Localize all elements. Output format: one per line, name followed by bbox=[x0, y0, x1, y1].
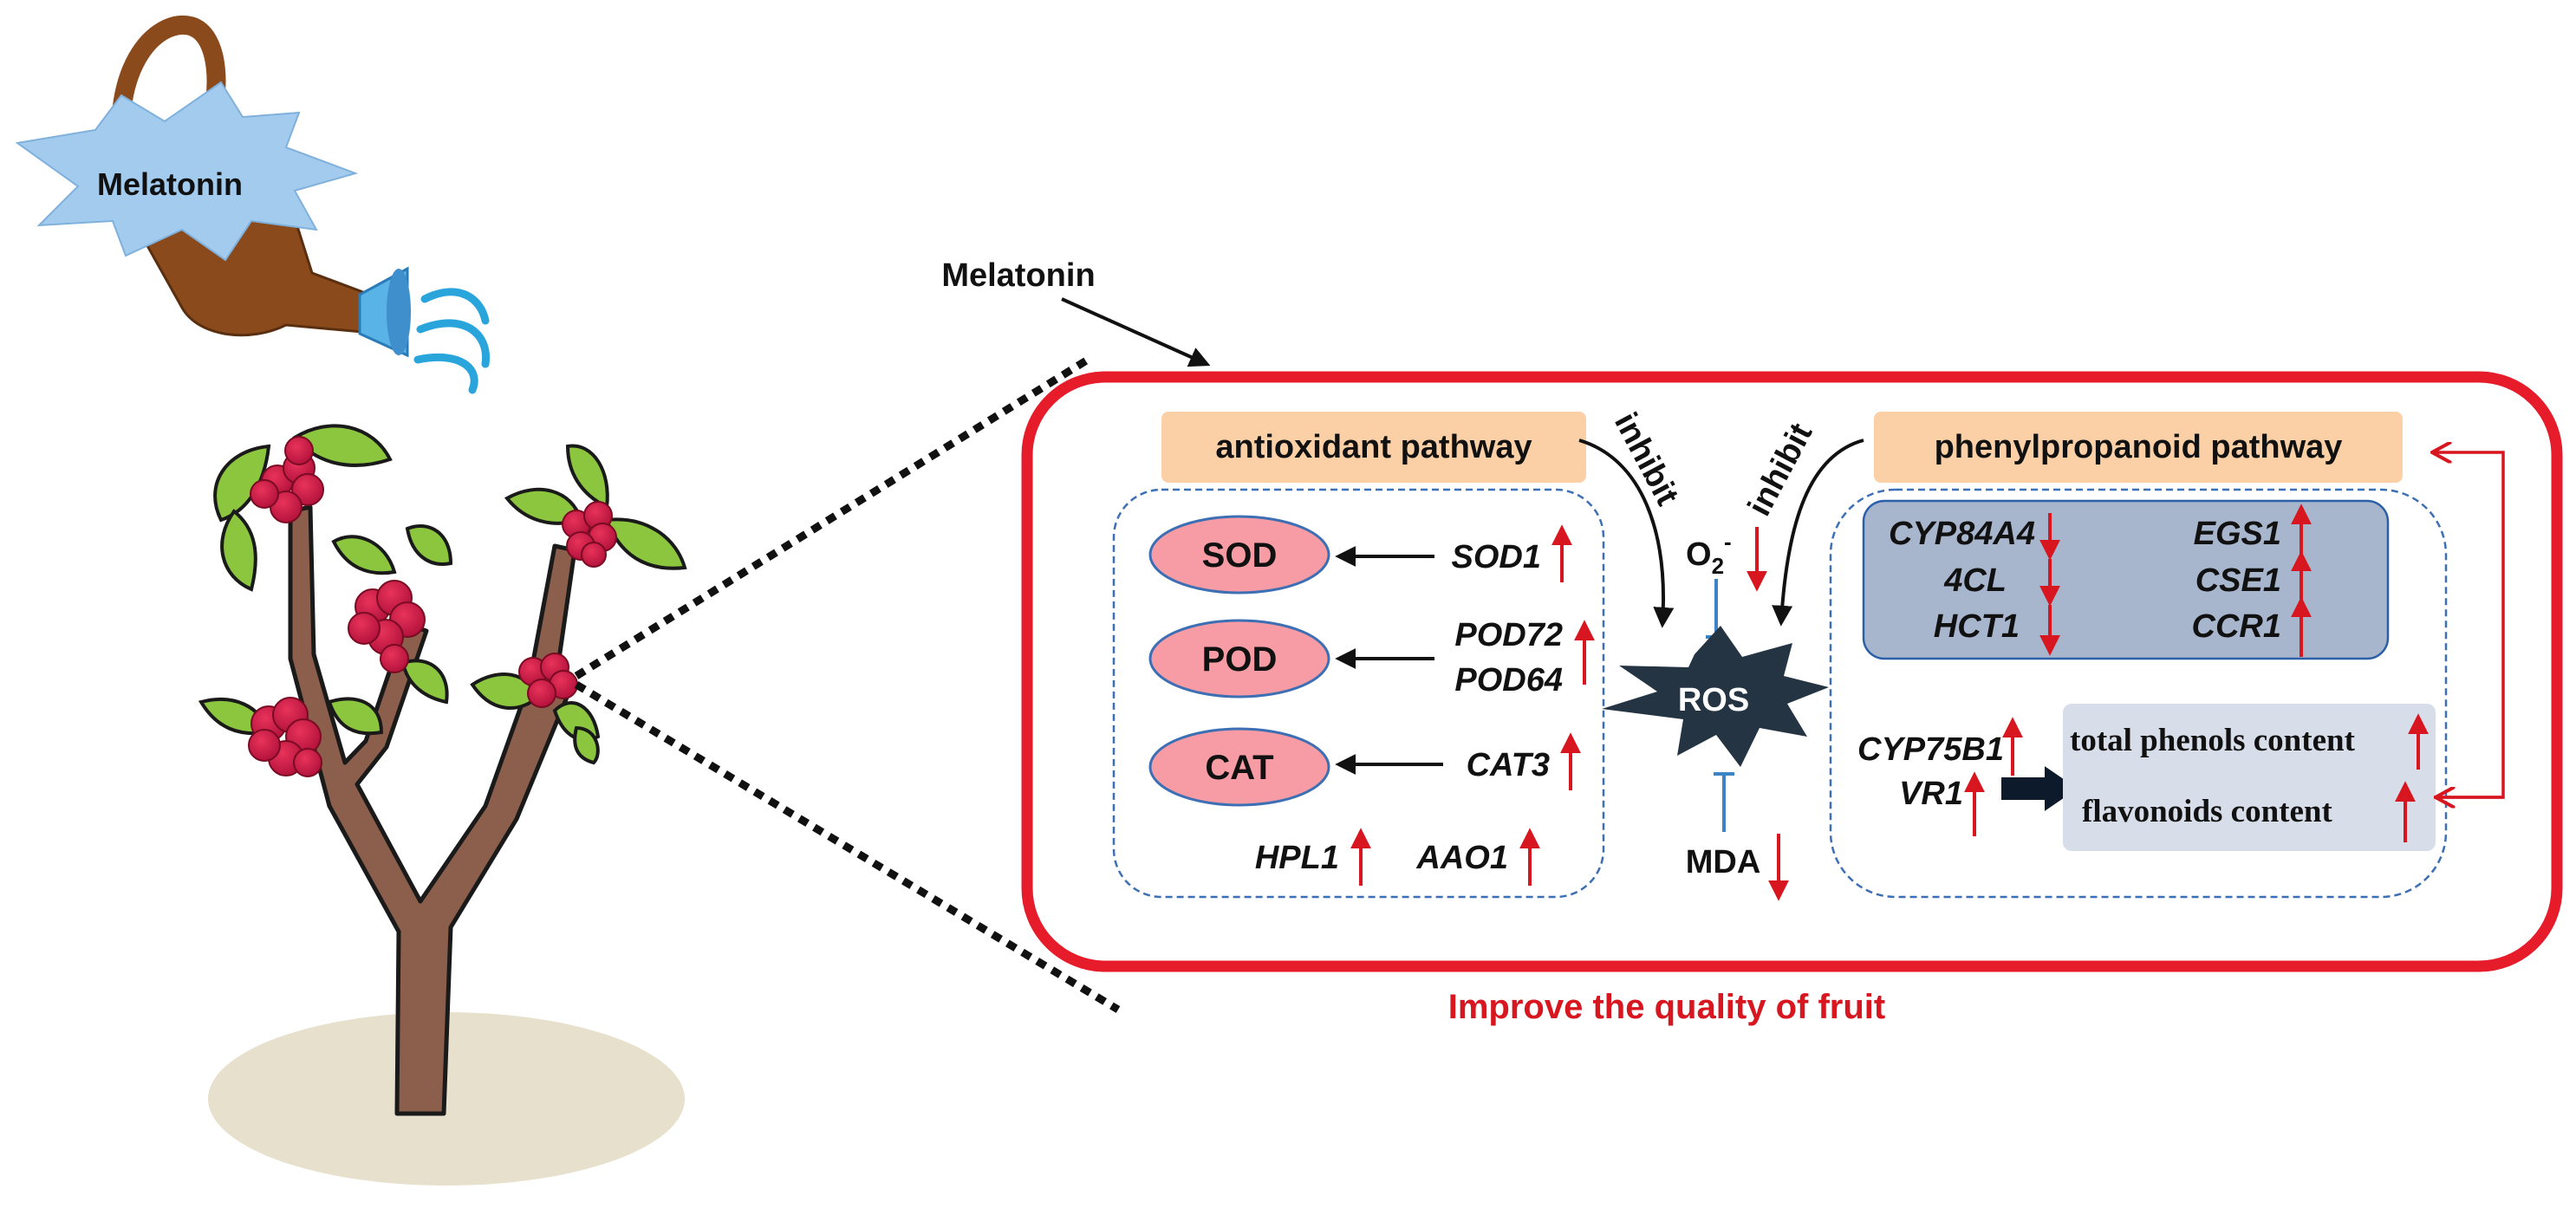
gene-expression-box bbox=[1862, 499, 2390, 660]
gene-cyp75b1: CYP75B1 bbox=[1857, 731, 2004, 768]
zoom-lines bbox=[574, 356, 1121, 1013]
melatonin-burst bbox=[15, 81, 359, 262]
enzyme-cat: CAT bbox=[1148, 727, 1330, 807]
watering-can-label: Melatonin bbox=[97, 166, 243, 202]
phenylpropanoid-dashed-box bbox=[1829, 488, 2448, 899]
antioxidant-pathway-title: antioxidant pathway bbox=[1215, 429, 1532, 465]
phenylpropanoid-pathway-pill bbox=[1874, 412, 2403, 483]
content-total-phenols: total phenols content bbox=[2070, 723, 2356, 758]
fruit-clusters bbox=[248, 436, 617, 777]
melatonin-input-label: Melatonin bbox=[941, 257, 1095, 294]
inhibit-right-arrow bbox=[1772, 439, 1864, 627]
content-flavonoids: flavonoids content bbox=[2082, 794, 2333, 829]
watering-can-icon: Melatonin bbox=[15, 15, 491, 394]
gene-cat3: CAT3 bbox=[1467, 747, 1550, 783]
melatonin-input-arrow bbox=[1061, 297, 1211, 367]
leaves bbox=[198, 424, 687, 765]
mda-label: MDA bbox=[1686, 844, 1761, 880]
antioxidant-dashed-box bbox=[1112, 488, 1605, 899]
gene-cyp84a4: CYP84A4 bbox=[1889, 516, 2035, 552]
gene-hct1: HCT1 bbox=[1934, 608, 2020, 645]
gene-pod64: POD64 bbox=[1454, 662, 1563, 698]
illustration: Melatonin bbox=[15, 15, 687, 1186]
svg-text:POD: POD bbox=[1202, 640, 1278, 679]
ros-burst-icon bbox=[1602, 626, 1829, 767]
svg-text:SOD: SOD bbox=[1202, 536, 1278, 575]
ros-label: ROS bbox=[1678, 682, 1749, 718]
superoxide-label: O2- bbox=[1686, 529, 1732, 579]
gene-pod72: POD72 bbox=[1454, 617, 1563, 653]
up-arrows-antioxidant bbox=[1350, 524, 1595, 886]
gene-egs1: EGS1 bbox=[2194, 516, 2281, 552]
pathway-panel: Melatonin Improve the quality of fruit a… bbox=[941, 257, 2563, 1026]
gene-vr1: VR1 bbox=[1899, 776, 1963, 812]
gene-ccr1: CCR1 bbox=[2192, 608, 2281, 645]
outcome-label: Improve the quality of fruit bbox=[1448, 988, 1885, 1026]
enzyme-pod: POD bbox=[1148, 619, 1330, 698]
inhibit-ros-mda bbox=[1714, 772, 1734, 832]
inhibit-left-arrow bbox=[1578, 439, 1675, 628]
gene-sod1: SOD1 bbox=[1452, 539, 1541, 575]
flux-block-arrow bbox=[2001, 766, 2078, 811]
phenylpropanoid-pathway-title: phenylpropanoid pathway bbox=[1935, 429, 2343, 465]
gene-cse1: CSE1 bbox=[2195, 562, 2281, 599]
gene-aao1: AAO1 bbox=[1415, 840, 1508, 876]
enzyme-sod: SOD bbox=[1148, 515, 1330, 595]
svg-text:CAT: CAT bbox=[1205, 749, 1273, 787]
content-box bbox=[2063, 704, 2436, 851]
gene-4cl: 4CL bbox=[1943, 562, 2007, 599]
antioxidant-pathway-pill bbox=[1161, 412, 1586, 483]
gene-hpl1: HPL1 bbox=[1255, 840, 1339, 876]
